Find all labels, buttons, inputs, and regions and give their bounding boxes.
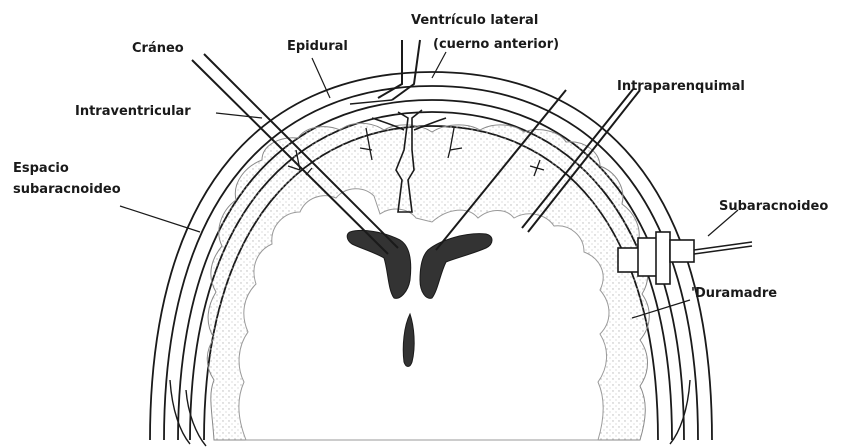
label-cuerno-anterior: (cuerno anterior)	[433, 37, 559, 53]
label-duramadre: 'Duramadre	[691, 286, 777, 302]
white-matter	[239, 189, 609, 440]
epidural-probe	[378, 40, 420, 100]
subarachnoid-bolt	[618, 232, 752, 284]
label-ventriculo-lateral: Ventrículo lateral	[411, 13, 538, 29]
leader-espacio	[120, 206, 200, 232]
label-espacio: Espacio	[13, 161, 69, 177]
label-intraventricular: Intraventricular	[75, 104, 191, 120]
label-subaracnoideo: Subaracnoideo	[719, 199, 828, 215]
label-craneo: Cráneo	[132, 41, 184, 57]
label-epidural: Epidural	[287, 39, 348, 55]
label-subaracnoideo-space: subaracnoideo	[13, 182, 121, 198]
leader-intraventricular	[216, 113, 262, 118]
leader-ventriculo	[432, 52, 446, 78]
label-intraparenquimal: Intraparenquimal	[617, 79, 745, 95]
